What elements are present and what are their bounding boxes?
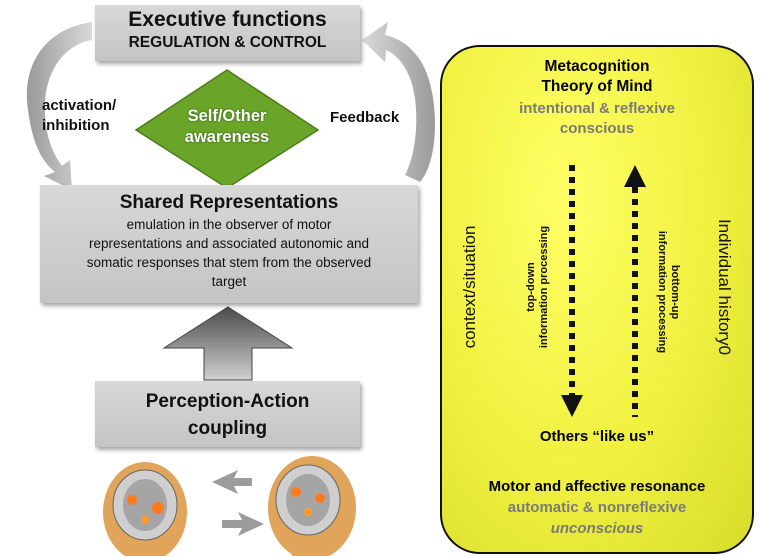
- brain-head-right-icon: [268, 456, 356, 556]
- perception-line2: coupling: [187, 418, 268, 439]
- bottomup-line1: bottom-up: [669, 264, 681, 320]
- individual-history-label: Individual history0: [715, 218, 734, 356]
- diagram-arrows: [26, 22, 435, 556]
- up-arrow: [162, 306, 294, 381]
- panel-top-line4: conscious: [559, 120, 635, 137]
- bottomup-label: bottom-up information processing: [655, 231, 681, 353]
- topdown-line1: top-down: [525, 262, 537, 312]
- context-situation-label: context/situation: [460, 225, 479, 349]
- exchange-arrows-icon: [212, 470, 264, 536]
- others-like-us-label: Others “like us”: [539, 428, 655, 445]
- panel-top-line3: intentional & reflexive: [519, 100, 675, 117]
- executive-title: Executive functions: [128, 8, 327, 31]
- panel-bottom-line2: automatic & nonreflexive: [507, 499, 687, 516]
- shared-line3: somatic responses that stem from the obs…: [86, 255, 372, 270]
- shared-representations-box: Shared Representations emulation in the …: [40, 185, 418, 303]
- executive-functions-box: Executive functions REGULATION & CONTROL: [95, 5, 360, 61]
- topdown-line2: information processing: [538, 225, 550, 349]
- self-other-label: Self/Other awareness: [168, 106, 286, 148]
- panel-top-line2: Theory of Mind: [541, 78, 653, 95]
- activation-label-line1: activation/: [42, 97, 117, 114]
- activation-label-line2: inhibition: [42, 117, 110, 134]
- perception-action-box: Perception-Action coupling: [95, 381, 360, 447]
- shared-line2: representations and associated autonomic…: [89, 236, 369, 251]
- executive-subtitle: REGULATION & CONTROL: [128, 34, 327, 51]
- topdown-arrowhead: [561, 395, 583, 417]
- feedback-label: Feedback: [330, 109, 400, 126]
- bottomup-line2: information processing: [656, 230, 668, 354]
- shared-title: Shared Representations: [119, 192, 339, 213]
- bottomup-arrowhead: [624, 165, 646, 187]
- feedback-curved-arrow: [362, 22, 435, 182]
- self-other-line1: Self/Other: [187, 107, 267, 125]
- activation-curved-arrow: [26, 22, 92, 190]
- processing-panel: Metacognition Theory of Mind intentional…: [440, 45, 754, 554]
- panel-top-line1: Metacognition: [544, 58, 650, 75]
- panel-bottom-line3: unconscious: [550, 520, 644, 537]
- shared-line4: target: [211, 274, 247, 289]
- activation-inhibition-label: activation/ inhibition: [42, 96, 116, 136]
- shared-line1: emulation in the observer of motor: [126, 217, 332, 232]
- perception-line1: Perception-Action: [145, 391, 310, 412]
- brain-head-left-icon: [103, 462, 187, 556]
- topdown-label: top-down information processing: [525, 226, 551, 348]
- processing-arrows: [561, 165, 646, 417]
- panel-bottom-line1: Motor and affective resonance: [488, 478, 706, 495]
- self-other-line2: awareness: [184, 128, 270, 146]
